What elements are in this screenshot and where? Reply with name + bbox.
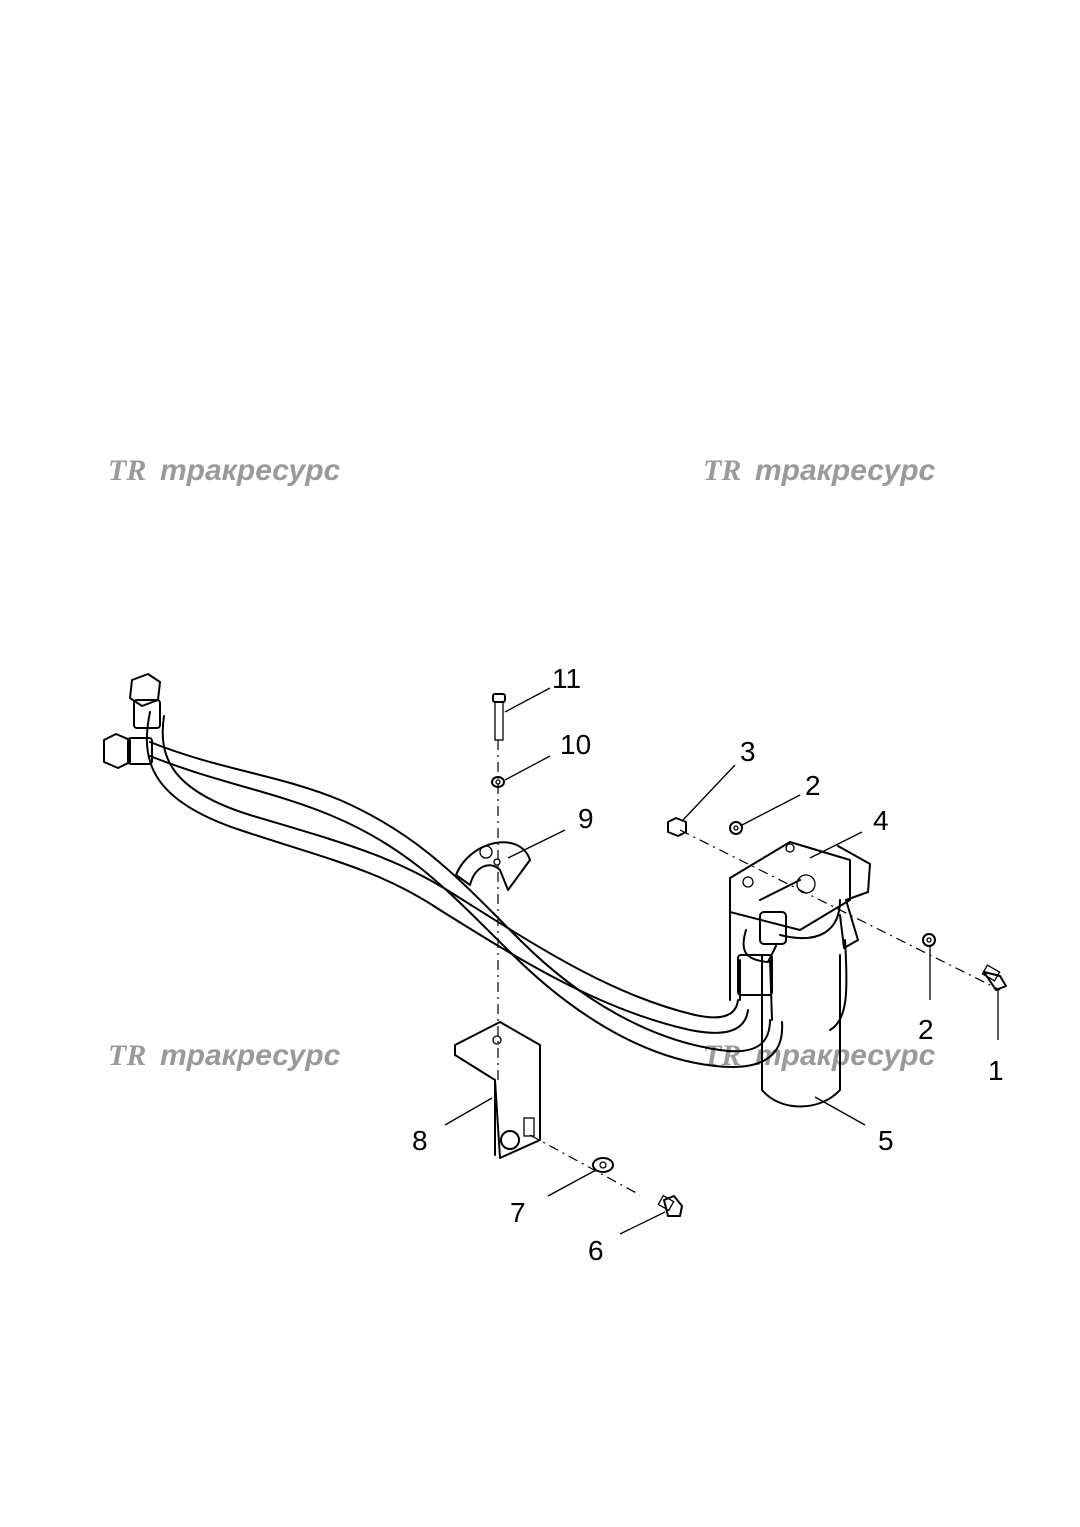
washer-2-upper	[729, 821, 743, 835]
bolt-1	[981, 964, 1007, 991]
filter-head	[729, 841, 851, 1001]
callout-2-lower: 2	[918, 1014, 934, 1045]
watermark-text: тракресурс	[160, 454, 341, 487]
hose-assembly	[145, 711, 784, 1068]
hose-clamp	[455, 841, 531, 891]
callout-9: 9	[578, 803, 594, 834]
filter-canister	[761, 954, 841, 1108]
watermark-top-left: TR тракресурс	[108, 454, 341, 487]
bolt-6	[657, 1194, 683, 1217]
callout-10: 10	[560, 729, 591, 760]
hose-fitting-lower	[103, 733, 153, 769]
callout-6: 6	[588, 1235, 604, 1266]
callout-2-upper: 2	[805, 770, 821, 801]
callout-11: 11	[552, 663, 581, 694]
watermark-text: тракресурс	[755, 1039, 936, 1072]
watermark-logo: TR	[108, 1039, 146, 1072]
watermark-logo: TR	[108, 454, 146, 487]
callout-5: 5	[878, 1125, 894, 1156]
callout-1: 1	[988, 1055, 1004, 1086]
washer-2-lower	[922, 933, 936, 947]
watermark-logo: TR	[703, 454, 741, 487]
nut-3	[667, 817, 687, 837]
watermark-bottom-right: TR тракресурс	[703, 1039, 936, 1072]
callouts: 11 10 9 3 2 4 2 1 5 8 7 6	[412, 663, 1004, 1266]
callout-8: 8	[412, 1125, 428, 1156]
watermark-bottom-left: TR тракресурс	[108, 1039, 341, 1072]
washer-7	[592, 1157, 614, 1173]
bolt-11	[492, 693, 506, 741]
callout-4: 4	[873, 805, 889, 836]
watermark-text: тракресурс	[755, 454, 936, 487]
callout-7: 7	[510, 1197, 526, 1228]
leader-lines	[444, 687, 999, 1235]
mounting-bracket	[454, 1021, 541, 1159]
watermark-text: тракресурс	[160, 1039, 341, 1072]
filter-inlet-fitting	[737, 911, 787, 996]
watermark-top-right: TR тракресурс	[703, 454, 936, 487]
assembly-axes	[497, 740, 1001, 1196]
callout-3: 3	[740, 736, 756, 767]
hose-fitting-upper	[129, 673, 161, 729]
filter-outlet-fitting	[829, 845, 871, 1031]
